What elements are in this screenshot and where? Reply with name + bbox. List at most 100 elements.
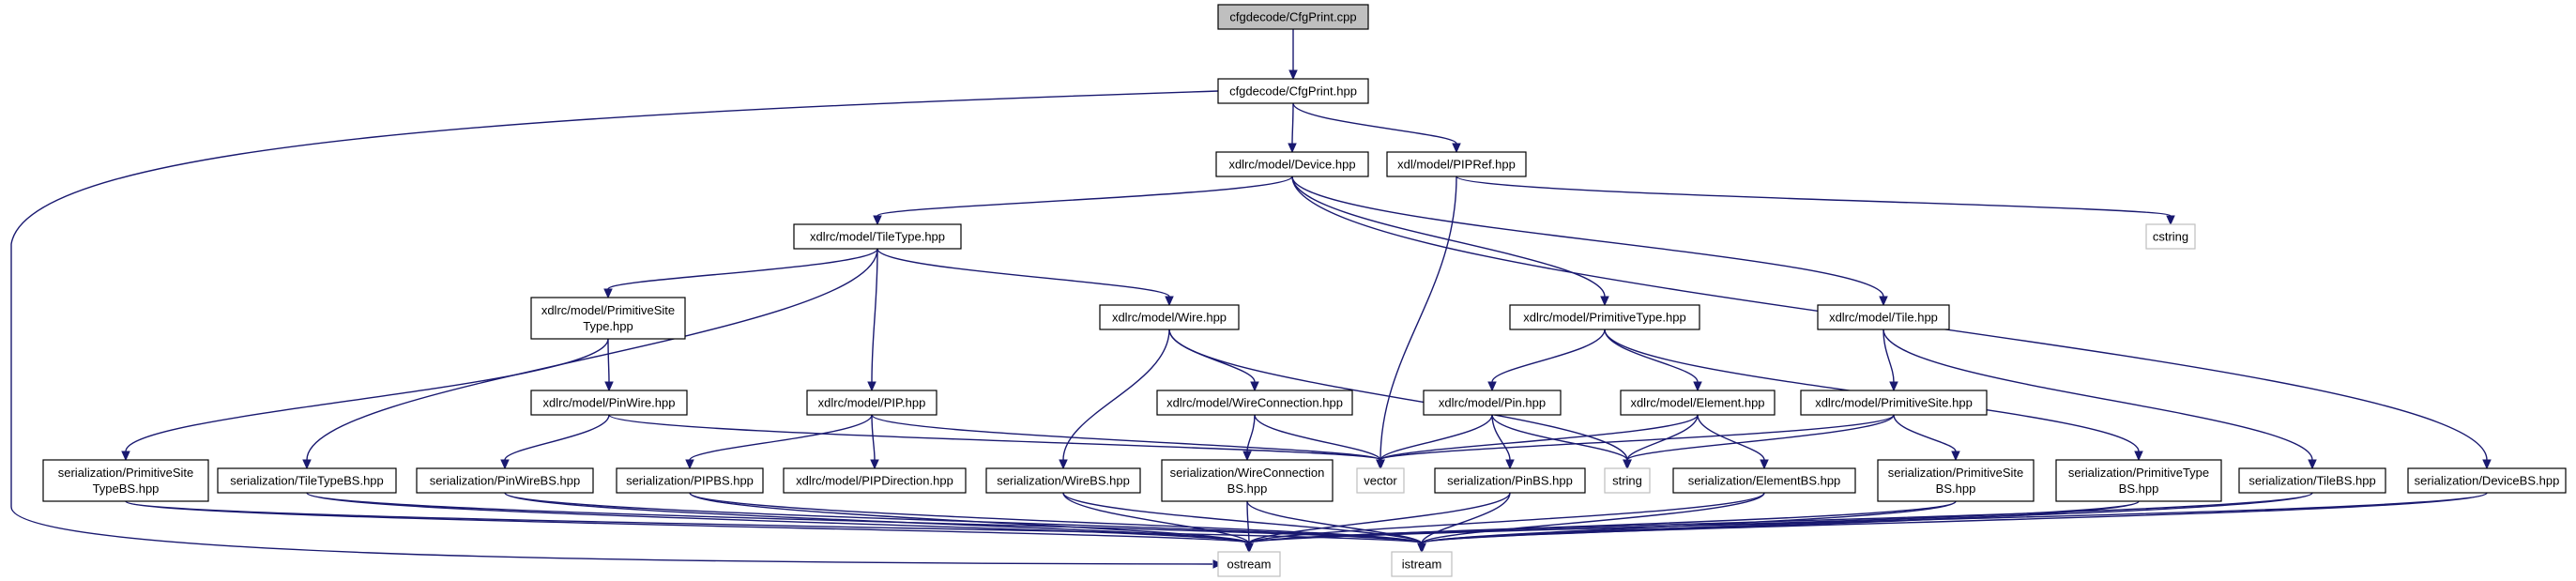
edge-pinwire-to-s_pwbs xyxy=(500,414,610,470)
node-pinwire[interactable]: xdlrc/model/PinWire.hpp xyxy=(530,390,688,416)
node-cstring[interactable]: cstring xyxy=(2145,223,2196,250)
node-tile[interactable]: xdlrc/model/Tile.hpp xyxy=(1817,304,1950,330)
node-label: Type.hpp xyxy=(583,319,633,333)
node-s_tbs[interactable]: serialization/TileBS.hpp xyxy=(2238,467,2386,494)
node-s_wbs[interactable]: serialization/WireBS.hpp xyxy=(985,467,1141,494)
node-box xyxy=(1604,467,1651,494)
edge-pin-to-vector xyxy=(1376,414,1493,470)
edge-tiletype-to-primsitetype xyxy=(603,248,878,299)
node-box xyxy=(2055,459,2222,502)
node-label: ostream xyxy=(1227,558,1272,572)
node-layer: cfgdecode/CfgPrint.cpp cfgdecode/CfgPrint… xyxy=(42,4,2567,577)
node-vector[interactable]: vector xyxy=(1356,467,1405,494)
node-pipdir[interactable]: xdlrc/model/PIPDirection.hpp xyxy=(783,467,967,494)
node-box xyxy=(217,467,397,494)
node-wire[interactable]: xdlrc/model/Wire.hpp xyxy=(1099,304,1240,330)
node-string[interactable]: string xyxy=(1604,467,1651,494)
edge-tile-to-s_tbs xyxy=(1882,329,2317,470)
node-root[interactable]: cfgdecode/CfgPrint.cpp xyxy=(1217,4,1369,30)
node-label: serialization/WireConnection xyxy=(1170,466,1325,480)
node-label: cfgdecode/CfgPrint.hpp xyxy=(1229,84,1357,99)
node-device[interactable]: xdlrc/model/Device.hpp xyxy=(1215,151,1369,177)
edge-device-to-tile xyxy=(1291,176,1888,307)
node-box xyxy=(1391,551,1453,577)
node-label: xdlrc/model/WireConnection.hpp xyxy=(1166,396,1343,410)
node-box xyxy=(530,297,686,340)
node-box xyxy=(1217,551,1281,577)
node-box xyxy=(1817,304,1950,330)
arrowhead xyxy=(603,288,613,299)
edge-s_dbs-to-ostream xyxy=(1244,492,2488,554)
node-box xyxy=(1099,304,1240,330)
node-istream[interactable]: istream xyxy=(1391,551,1453,577)
arrowhead xyxy=(302,459,312,470)
node-label: serialization/ElementBS.hpp xyxy=(1688,474,1841,488)
node-box xyxy=(416,467,594,494)
arrowhead xyxy=(1417,543,1426,554)
node-label: xdlrc/model/Tile.hpp xyxy=(1829,311,1938,325)
edge-tiletype-to-wire xyxy=(876,248,1174,307)
node-box xyxy=(1161,459,1334,502)
arrowhead xyxy=(1951,451,1960,462)
arrowhead xyxy=(685,459,694,470)
arrowhead xyxy=(1487,381,1497,392)
arrowhead xyxy=(1242,451,1252,462)
node-label: BS.hpp xyxy=(1936,482,1976,496)
node-box xyxy=(530,390,688,416)
node-primsite[interactable]: xdlrc/model/PrimitiveSite.hpp xyxy=(1800,390,1988,416)
node-pipref[interactable]: xdl/model/PIPRef.hpp xyxy=(1386,151,1527,177)
node-s_pwbs[interactable]: serialization/PinWireBS.hpp xyxy=(416,467,594,494)
node-label: xdlrc/model/PIP.hpp xyxy=(818,396,926,410)
node-box xyxy=(1217,78,1369,104)
node-label: xdlrc/model/Device.hpp xyxy=(1228,158,1355,172)
arrowhead xyxy=(1693,381,1702,392)
node-box xyxy=(793,223,962,250)
node-label: cstring xyxy=(2153,230,2188,244)
node-s_elbs[interactable]: serialization/ElementBS.hpp xyxy=(1672,467,1856,494)
node-s_pipbs[interactable]: serialization/PIPBS.hpp xyxy=(616,467,764,494)
arrowhead xyxy=(1059,459,1068,470)
arrowhead xyxy=(500,459,510,470)
arrowhead xyxy=(604,381,614,392)
node-box xyxy=(1434,467,1586,494)
node-box xyxy=(1877,459,2035,502)
node-box xyxy=(616,467,764,494)
node-label: xdlrc/model/TileType.hpp xyxy=(810,230,945,244)
node-s_ttbs[interactable]: serialization/TileTypeBS.hpp xyxy=(217,467,397,494)
arrowhead xyxy=(2134,451,2143,462)
edge-s_pstbs-to-ostream xyxy=(125,500,1254,554)
node-box xyxy=(1620,390,1776,416)
node-label: serialization/PinWireBS.hpp xyxy=(430,474,580,488)
node-pip[interactable]: xdlrc/model/PIP.hpp xyxy=(806,390,937,416)
edge-pipref-to-cstring xyxy=(1456,176,2175,226)
node-cfghpp[interactable]: cfgdecode/CfgPrint.hpp xyxy=(1217,78,1369,104)
node-label: serialization/TileBS.hpp xyxy=(2248,474,2375,488)
node-ostream[interactable]: ostream xyxy=(1217,551,1281,577)
edge-tile-to-primsite xyxy=(1882,329,1898,392)
node-box xyxy=(1156,390,1353,416)
arrowhead xyxy=(1600,296,1609,307)
node-label: serialization/TileTypeBS.hpp xyxy=(230,474,384,488)
node-box xyxy=(1215,151,1369,177)
edge-tiletype-to-pip xyxy=(867,248,878,392)
edge-primsite-to-string xyxy=(1623,414,1895,470)
node-s_pinbs[interactable]: serialization/PinBS.hpp xyxy=(1434,467,1586,494)
node-label: BS.hpp xyxy=(1227,482,1268,496)
node-element[interactable]: xdlrc/model/Element.hpp xyxy=(1620,390,1776,416)
node-tiletype[interactable]: xdlrc/model/TileType.hpp xyxy=(793,223,962,250)
edge-primsite-to-s_psbs xyxy=(1893,414,1960,462)
node-box xyxy=(1672,467,1856,494)
node-label: xdlrc/model/Element.hpp xyxy=(1630,396,1764,410)
edge-element-to-string xyxy=(1623,414,1699,470)
node-pin[interactable]: xdlrc/model/Pin.hpp xyxy=(1423,390,1562,416)
node-wireconn[interactable]: xdlrc/model/WireConnection.hpp xyxy=(1156,390,1353,416)
node-s_dbs[interactable]: serialization/DeviceBS.hpp xyxy=(2407,467,2567,494)
node-primtype[interactable]: xdlrc/model/PrimitiveType.hpp xyxy=(1509,304,1700,330)
node-label: serialization/PrimitiveSite xyxy=(58,466,194,480)
